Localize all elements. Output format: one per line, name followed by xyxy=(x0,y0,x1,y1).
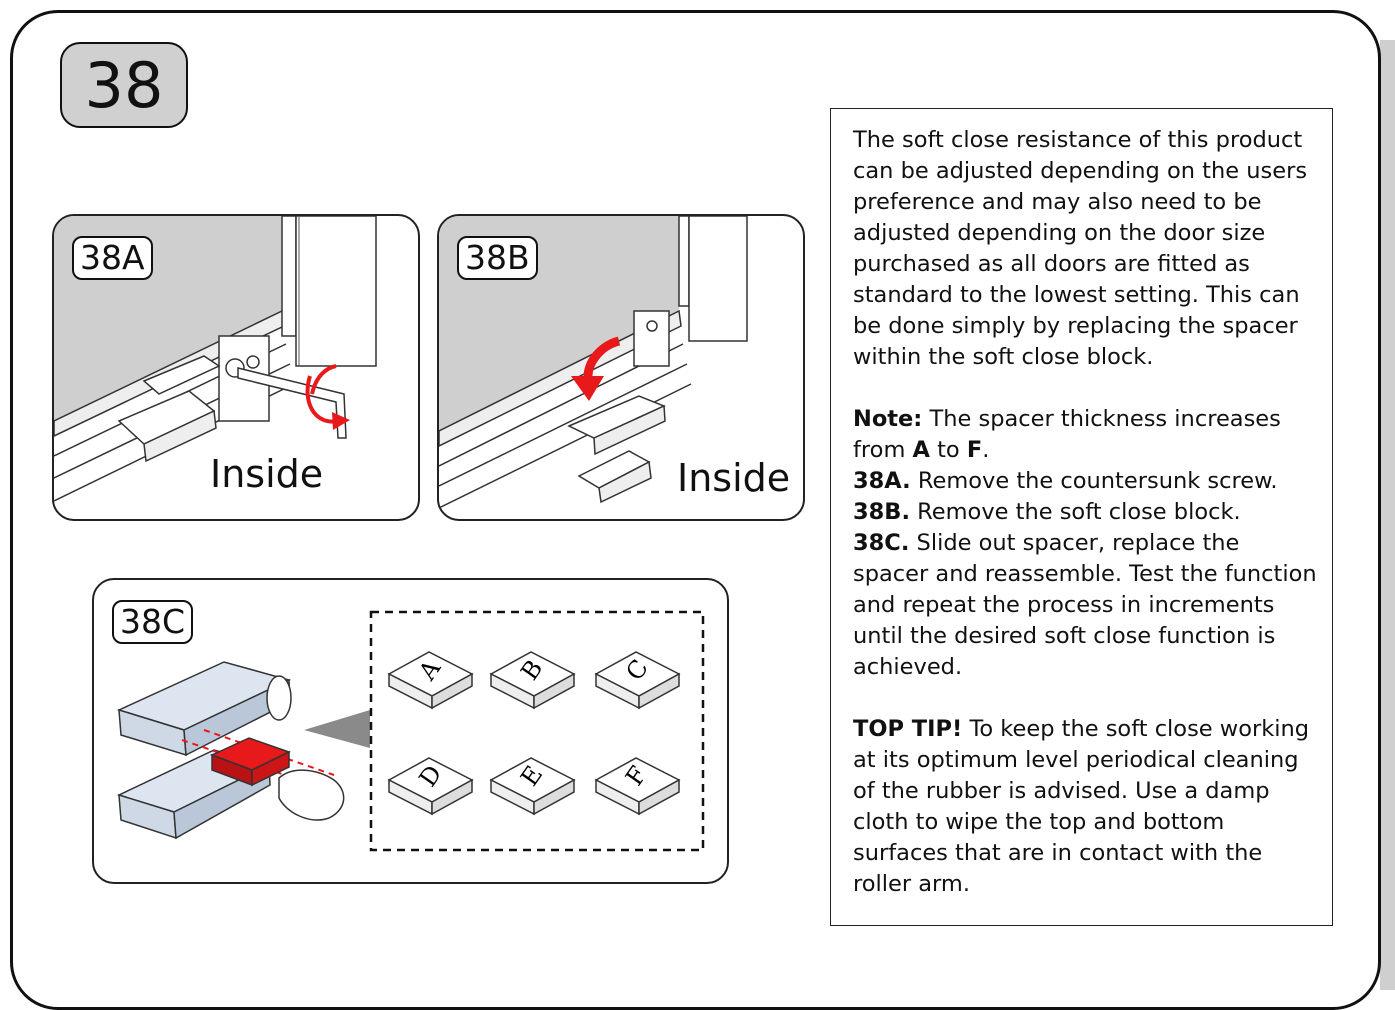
note-label: Note: xyxy=(853,406,923,432)
spacer-option: A xyxy=(384,642,474,712)
panel-38c: 38C A B C D E F xyxy=(92,578,729,884)
step-label: 38B. xyxy=(853,499,911,525)
instructions-box: The soft close resistance of this produc… xyxy=(830,108,1333,926)
intro-paragraph: The soft close resistance of this produc… xyxy=(853,127,1308,370)
step-number-badge: 38 xyxy=(60,42,188,128)
sub-step-label-38c: 38C xyxy=(112,600,194,644)
tip-label: TOP TIP! xyxy=(853,716,963,742)
step-text: Slide out spacer, replace the spacer and… xyxy=(853,530,1317,680)
panel-38a: 38A Inside xyxy=(52,214,420,521)
frame-shadow xyxy=(1380,40,1395,990)
step-text: Remove the countersunk screw. xyxy=(917,468,1278,494)
spacer-option: C xyxy=(591,642,681,712)
inside-caption: Inside xyxy=(677,456,791,500)
tip-text: To keep the soft close working at its op… xyxy=(853,716,1310,897)
note-paragraph: Note: The spacer thickness increases fro… xyxy=(853,404,1318,466)
step-label: 38C. xyxy=(853,530,910,556)
step-label: 38A. xyxy=(853,468,911,494)
step-item-38b: 38B. Remove the soft close block. xyxy=(853,497,1318,528)
note-text: The spacer thickness increases from xyxy=(853,406,1281,463)
illustration-replace-spacer xyxy=(116,610,705,852)
note-to: F xyxy=(966,437,983,463)
spacer-option: E xyxy=(486,748,576,818)
inside-caption: Inside xyxy=(210,452,324,496)
step-item-38a: 38A. Remove the countersunk screw. xyxy=(853,466,1318,497)
panel-38b: 38B Inside xyxy=(437,214,805,521)
note-end: . xyxy=(982,437,990,463)
step-text: Remove the soft close block. xyxy=(917,499,1241,525)
note-from: A xyxy=(912,437,930,463)
spacer-option: D xyxy=(384,748,474,818)
sub-step-label-38b: 38B xyxy=(457,236,538,280)
spacer-option: F xyxy=(591,748,681,818)
sub-step-label-38a: 38A xyxy=(72,236,153,280)
step-item-38c: 38C. Slide out spacer, replace the space… xyxy=(853,528,1318,683)
note-to-word: to xyxy=(937,437,960,463)
spacer-option: B xyxy=(486,642,576,712)
tip-paragraph: TOP TIP! To keep the soft close working … xyxy=(853,714,1318,900)
illustration-remove-screw xyxy=(54,216,377,502)
